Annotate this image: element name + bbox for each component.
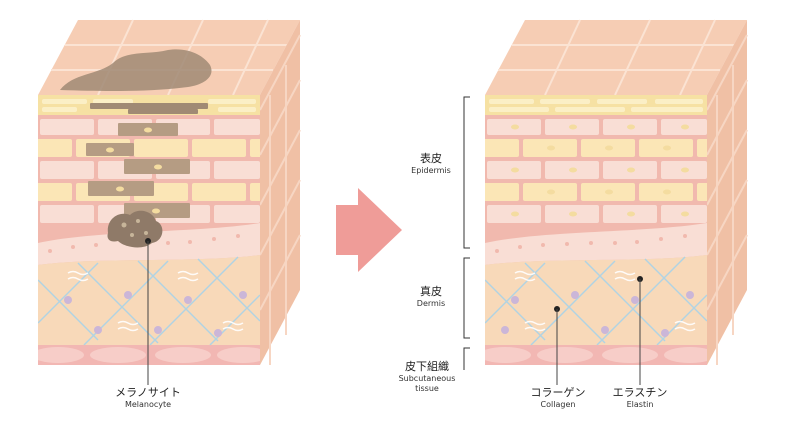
subcutaneous-label-jp: 皮下組織 bbox=[405, 360, 449, 373]
right-top-face bbox=[485, 20, 747, 95]
subcutaneous-label-en: Subcutaneous bbox=[398, 373, 456, 383]
top-spot bbox=[60, 49, 212, 91]
collagen-label-en: Collagen bbox=[540, 399, 576, 409]
left-skin-block bbox=[38, 19, 301, 385]
right-arrow-icon bbox=[336, 188, 402, 272]
elastin-label-en: Elastin bbox=[626, 399, 654, 409]
epidermis-label: 表皮 Epidermis bbox=[402, 152, 460, 176]
dermis-label-en: Dermis bbox=[416, 298, 446, 308]
subcutaneous-label: 皮下組織 Subcutaneous tissue bbox=[392, 360, 462, 394]
subcutaneous-label-en2: tissue bbox=[415, 383, 439, 393]
elastin-label-jp: エラスチン bbox=[612, 386, 668, 399]
epidermis-label-en: Epidermis bbox=[411, 165, 451, 175]
melanocyte-label-jp: メラノサイト bbox=[115, 386, 181, 399]
elastin-label: エラスチン Elastin bbox=[600, 386, 680, 410]
collagen-label-jp: コラーゲン bbox=[530, 386, 586, 399]
dermis-label-jp: 真皮 bbox=[420, 285, 442, 298]
right-skin-block bbox=[485, 19, 748, 385]
melanocyte-label: メラノサイト Melanocyte bbox=[108, 386, 188, 410]
collagen-label: コラーゲン Collagen bbox=[518, 386, 598, 410]
dermis-label: 真皮 Dermis bbox=[402, 285, 460, 309]
melanocyte-label-en: Melanocyte bbox=[124, 399, 172, 409]
layer-brackets bbox=[463, 96, 470, 370]
epidermis-label-jp: 表皮 bbox=[420, 152, 442, 165]
